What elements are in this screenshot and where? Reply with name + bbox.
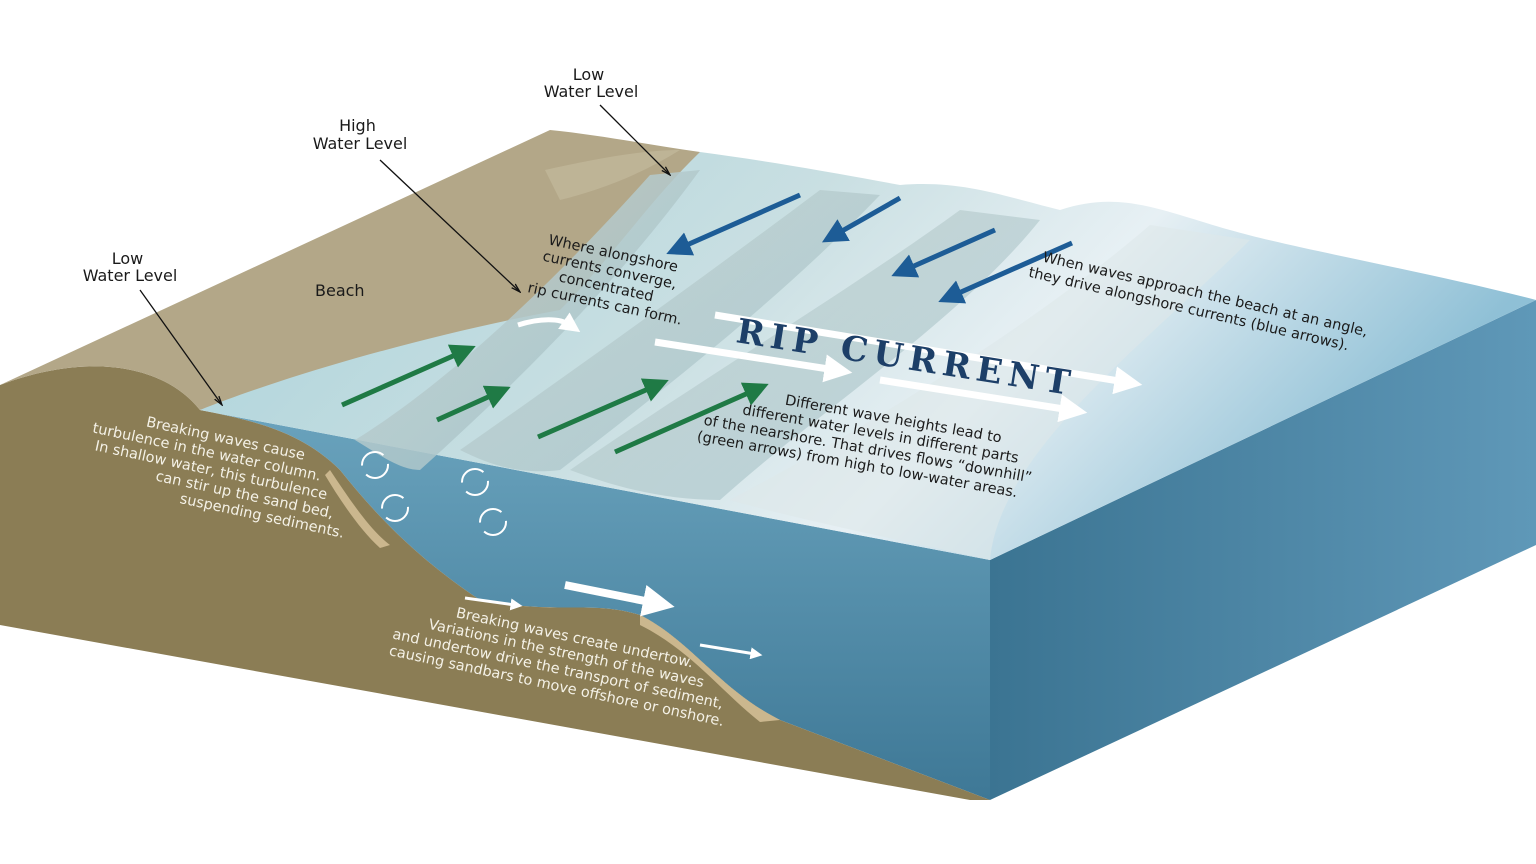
wave-crest: [460, 190, 880, 472]
sediment-front-face: [0, 366, 990, 800]
pointer-high-water: [379, 159, 520, 292]
swirl-icon: [479, 508, 507, 536]
side-face: [990, 300, 1536, 800]
green-arrow: [537, 378, 669, 440]
white-arrow: [879, 376, 1088, 423]
undertow-arrow: [464, 596, 523, 611]
beach-shadow: [545, 150, 680, 200]
rip-arrows: [464, 311, 1143, 660]
green-arrow: [613, 382, 769, 455]
undertow-arrow: [699, 643, 763, 660]
low-water-top-label: Low Water Level: [544, 65, 639, 101]
sandbar: [640, 615, 780, 722]
blue-arrow: [821, 195, 902, 243]
downhill-arrows: [340, 344, 769, 455]
high-water-label: High Water Level: [313, 116, 408, 153]
swirl-icon: [381, 494, 409, 522]
white-curved-arrow: [517, 312, 581, 333]
blue-arrow: [666, 192, 802, 256]
beach-label: Beach: [315, 281, 365, 300]
low-water-left-label: Low Water Level: [83, 249, 178, 285]
sandbar: [325, 470, 390, 548]
white-arrow: [654, 338, 853, 383]
pointer-low-water-top: [599, 104, 670, 175]
wave-crest: [570, 210, 1040, 500]
white-arrow: [714, 311, 1143, 395]
swirl-icon: [461, 468, 489, 496]
green-arrow: [435, 385, 511, 423]
turbulence-swirls: [361, 451, 507, 536]
wave-crest: [730, 225, 1250, 560]
green-arrow: [340, 344, 476, 408]
blue-arrow: [938, 240, 1074, 304]
blue-arrow: [891, 227, 997, 278]
alongshore-arrows: [666, 192, 1074, 304]
undertow-arrow: [564, 581, 675, 617]
pointer-low-water-left: [139, 289, 222, 405]
swirl-icon: [361, 451, 389, 479]
water-front-face: [200, 410, 990, 800]
